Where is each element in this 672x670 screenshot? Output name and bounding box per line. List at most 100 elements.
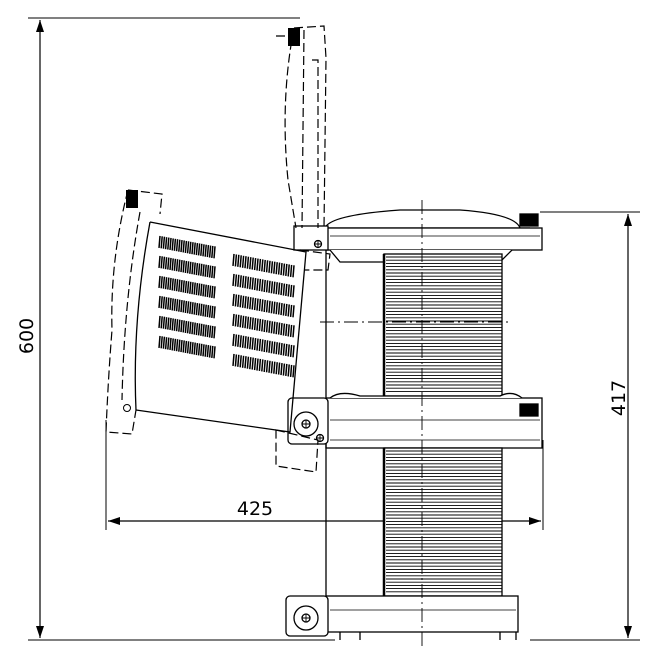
rib-hatch: [239, 315, 242, 328]
rib-hatch: [189, 261, 192, 274]
rib-hatch: [175, 319, 179, 332]
rib-hatch: [193, 342, 196, 355]
rib-hatch: [263, 339, 266, 352]
rib-hatch: [184, 280, 188, 293]
rib-hatch: [180, 240, 183, 253]
rib-hatch: [173, 278, 177, 291]
rib-hatch: [265, 280, 269, 293]
rib-hatch: [289, 304, 293, 317]
rib-hatch: [292, 305, 295, 318]
rib-hatch: [256, 278, 259, 291]
rib-hatch: [191, 242, 194, 255]
rib-hatch: [169, 317, 172, 331]
rib-hatch: [285, 363, 288, 377]
dimension-label-600: 600: [16, 318, 38, 354]
rib-hatch: [241, 335, 245, 348]
rib-hatch: [213, 306, 216, 319]
rib-hatch: [182, 300, 185, 313]
rib-hatch: [182, 340, 185, 353]
swung-knob: [126, 190, 138, 208]
rib-hatch: [241, 295, 245, 308]
dimension-label-425: 425: [237, 498, 273, 520]
rib-hatch: [180, 260, 183, 273]
rib-hatch: [263, 359, 266, 372]
rib-hatch: [197, 343, 201, 356]
rib-hatch: [249, 257, 252, 270]
rib-hatch: [253, 298, 257, 311]
rib-hatch: [189, 321, 192, 334]
rib-hatch: [234, 354, 238, 367]
rib-hatch: [268, 320, 271, 333]
rib-hatch: [182, 260, 185, 273]
rib-hatch: [270, 261, 274, 274]
rib-hatch: [292, 325, 295, 338]
centre-lines: [320, 200, 510, 650]
rib-hatch: [173, 238, 177, 251]
rib-hatch: [211, 345, 214, 358]
rib-hatch: [268, 260, 271, 273]
rib-hatch: [171, 238, 174, 251]
rib-hatch: [268, 300, 271, 313]
rib-hatch: [249, 297, 252, 310]
rib-hatch: [193, 242, 196, 255]
rib-hatch: [197, 263, 201, 276]
rib-hatch: [169, 257, 172, 271]
rib-hatch: [180, 320, 183, 333]
rib-hatch: [253, 258, 257, 271]
rib-hatch: [282, 323, 286, 336]
rib-hatch: [186, 301, 190, 314]
middle-flange: [325, 397, 543, 449]
rib-hatch: [195, 242, 199, 256]
rib-hatch: [265, 260, 269, 273]
rib-hatch: [237, 254, 240, 267]
rib-hatch: [280, 323, 283, 336]
rib-hatch: [234, 274, 238, 287]
rib-hatch: [287, 264, 290, 277]
rib-hatch: [211, 245, 214, 258]
rib-hatch: [167, 257, 170, 270]
rib-hatch: [206, 285, 210, 298]
rib-hatch: [244, 296, 247, 309]
rib-hatch: [237, 354, 240, 367]
rib-hatch: [171, 298, 174, 311]
rib-hatch: [191, 322, 194, 335]
rib-hatch: [191, 302, 194, 315]
rib-hatch: [282, 343, 286, 356]
rib-hatch: [197, 283, 201, 296]
rib-hatch: [289, 344, 293, 357]
rib-hatch: [206, 345, 210, 358]
rib-hatch: [232, 273, 235, 287]
upper-hinge-bracket: [293, 225, 329, 251]
rib-hatch: [251, 277, 254, 290]
rib-hatch: [258, 298, 262, 312]
rib-hatch: [195, 262, 199, 276]
rib-hatch: [258, 338, 262, 352]
rib-hatch: [251, 257, 254, 270]
rib-hatch: [280, 363, 283, 376]
hinge-knobs: [285, 213, 539, 637]
rib-hatch: [182, 280, 185, 293]
rib-hatch: [251, 337, 254, 350]
rib-hatch: [241, 355, 245, 368]
rib-hatch: [261, 279, 264, 292]
rib-hatch: [261, 319, 264, 332]
rib-hatch: [263, 259, 266, 272]
rib-hatch: [258, 358, 262, 372]
rib-hatch: [292, 365, 295, 378]
rib-hatch: [186, 241, 190, 254]
rib-hatch: [162, 336, 166, 349]
rib-hatch: [171, 338, 174, 351]
rib-hatch: [167, 337, 170, 350]
rib-hatch: [270, 361, 274, 374]
rib-hatch: [258, 278, 262, 292]
rib-hatch: [287, 364, 290, 377]
rib-hatch: [189, 241, 192, 254]
rib-hatch: [280, 283, 283, 296]
top-flange: [325, 227, 543, 251]
rib-hatch: [208, 305, 212, 318]
rib-hatch: [275, 302, 278, 315]
rib-hatch: [268, 340, 271, 353]
dimension-label-417: 417: [608, 380, 630, 416]
rib-hatch: [178, 319, 181, 332]
rib-hatch: [204, 264, 207, 277]
